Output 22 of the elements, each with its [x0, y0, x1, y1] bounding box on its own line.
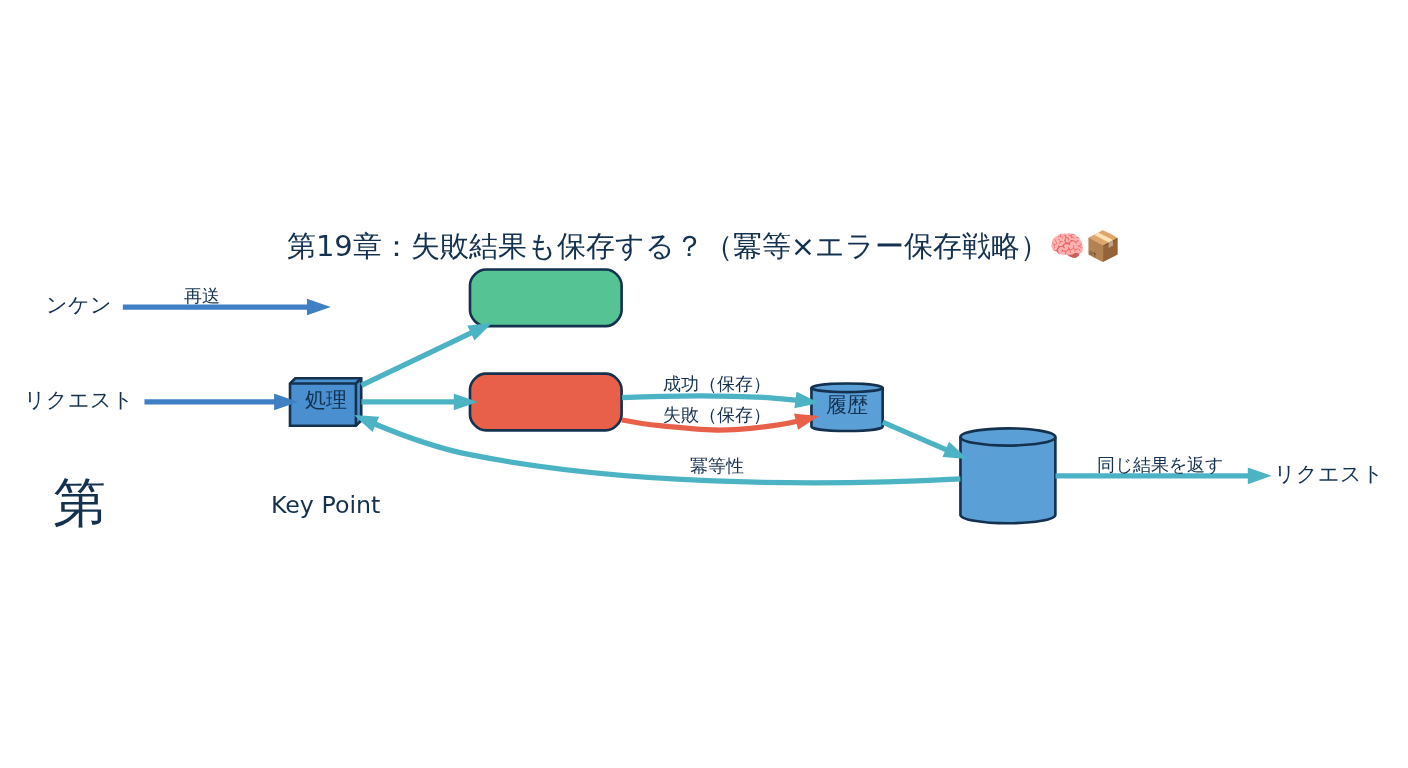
edge-label: 同じ結果を返す	[1096, 453, 1223, 475]
arrow	[881, 419, 968, 459]
arrow	[360, 322, 493, 388]
diagram-title: 第19章：失敗結果も保存する？（冪等×エラー保存戦略）🧠📦	[286, 228, 1122, 263]
label: Key Point	[270, 490, 381, 519]
node-box	[468, 371, 623, 432]
edge-label: 再送	[183, 284, 220, 306]
arrow	[354, 414, 961, 485]
arrow	[1055, 466, 1272, 484]
arrow	[361, 393, 478, 410]
edge-label: 成功（保存）	[662, 372, 771, 394]
node-box	[468, 267, 623, 327]
arrow	[122, 298, 331, 315]
edge-label: 失敗（保存）	[662, 403, 771, 425]
arrow	[144, 393, 298, 410]
node-text: リクエスト	[24, 386, 135, 412]
arrow	[621, 413, 820, 433]
node-text: ンケン	[46, 291, 113, 317]
arrow	[621, 391, 820, 408]
label: 第	[52, 471, 106, 533]
node-text: リクエスト	[1273, 460, 1384, 486]
edge-label: 冪等性	[689, 454, 744, 476]
